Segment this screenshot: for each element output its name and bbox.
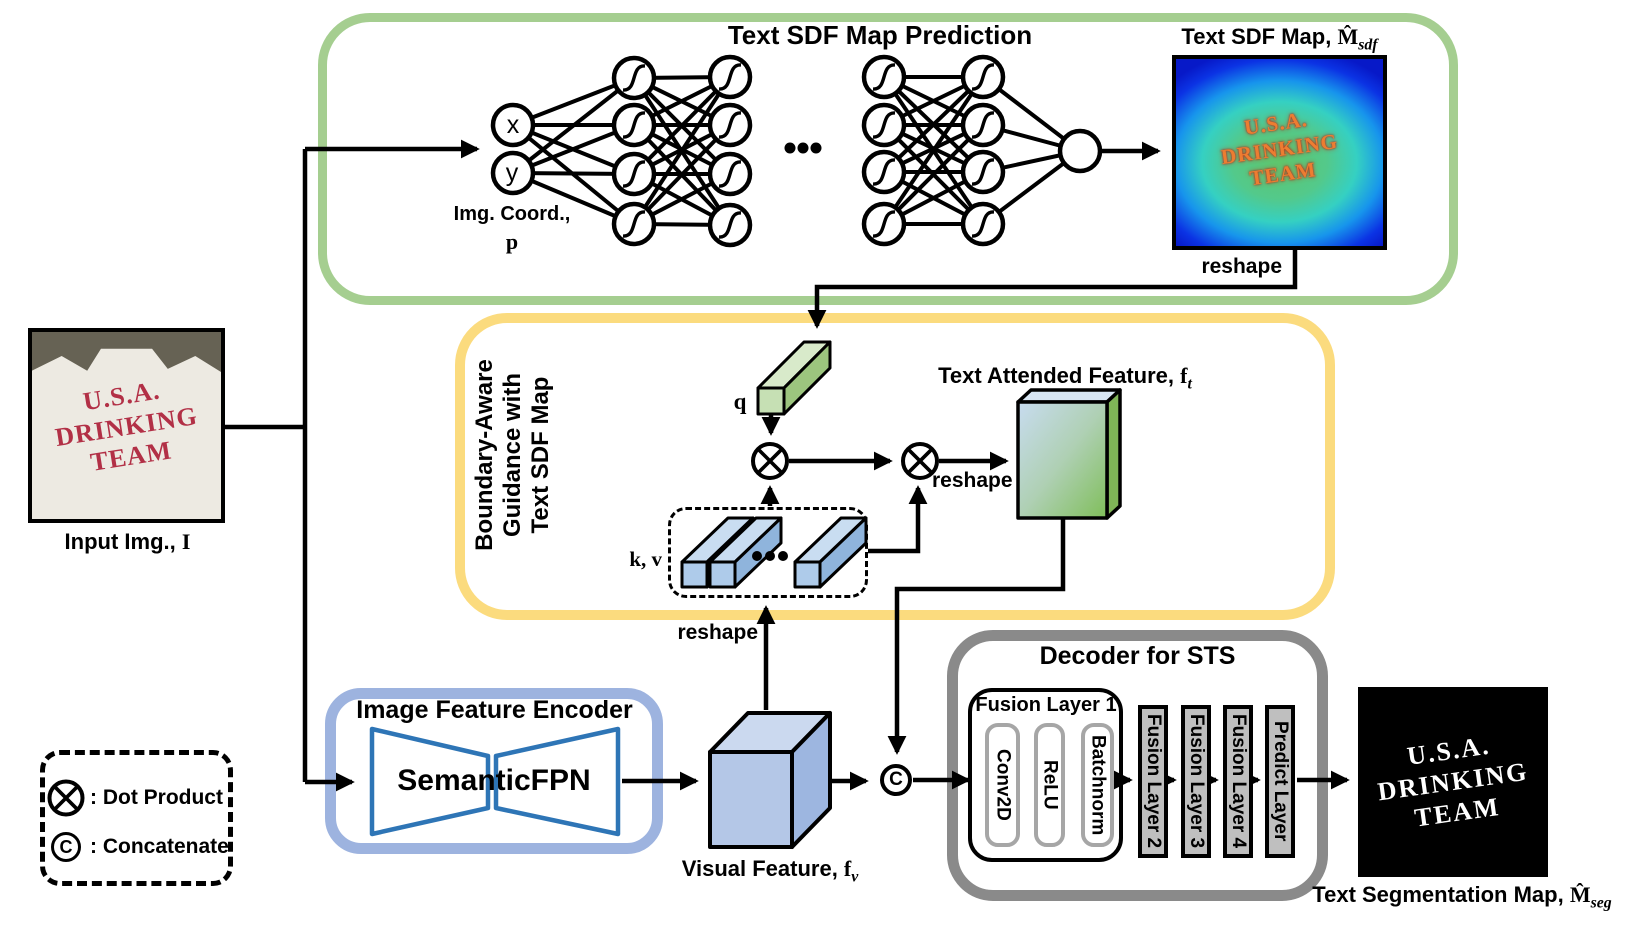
reshape-label-cube: reshape xyxy=(677,621,758,644)
fusion-layer-2-bar: Fusion Layer 2 xyxy=(1138,705,1168,858)
sdf-map-print: U.S.A. DRINKING TEAM xyxy=(1176,97,1383,202)
sdf-map-label-prefix: Text SDF Map, xyxy=(1181,24,1338,49)
reshape-label-attention: reshape xyxy=(932,469,1013,492)
attention-box-rotated-title: Boundary-Aware Guidance with Text SDF Ma… xyxy=(471,320,575,590)
concat-node: C xyxy=(880,764,912,796)
visual-feature-label: Visual Feature, fv xyxy=(650,856,890,886)
hoodie-shape xyxy=(32,348,221,519)
input-image: U.S.A. DRINKING TEAM xyxy=(28,328,225,523)
attended-symbol: f xyxy=(1180,363,1188,388)
visual-feature-symbol-sub: v xyxy=(851,868,859,886)
sdf-map-label: Text SDF Map, M̂sdf xyxy=(1132,24,1427,54)
semanticfpn-label: SemanticFPN xyxy=(397,764,591,797)
key-value-dashed-box xyxy=(668,507,868,598)
concatenate-icon: C xyxy=(51,832,81,862)
image-feature-encoder-box xyxy=(325,688,663,854)
relu-pill: ReLU xyxy=(1034,723,1065,847)
seg-label-prefix: Text Segmentation Map, xyxy=(1312,882,1570,907)
legend-dot-product-label: : Dot Product xyxy=(90,786,223,809)
img-coord-symbol: p xyxy=(505,229,519,254)
rotated-title-line: Text SDF Map xyxy=(526,376,554,534)
decoder-title: Decoder for STS xyxy=(1039,642,1236,670)
batchnorm-pill: Batchnorm xyxy=(1081,723,1114,847)
fusion-layer-4-bar: Fusion Layer 4 xyxy=(1223,705,1253,858)
visual-feature-cube xyxy=(708,711,832,849)
input-caption-prefix: Input Img., xyxy=(64,529,182,554)
conv2d-pill: Conv2D xyxy=(985,723,1020,847)
fusion-layer-3-bar: Fusion Layer 3 xyxy=(1181,705,1211,858)
sdf-map-symbol: M̂ xyxy=(1337,24,1359,49)
boundary-aware-guidance-box xyxy=(455,313,1335,620)
visual-feature-prefix: Visual Feature, xyxy=(681,856,844,881)
attended-symbol-sub: t xyxy=(1187,375,1192,393)
predict-layer-bar: Predict Layer xyxy=(1265,705,1295,858)
reshape-label-sdf: reshape xyxy=(1201,255,1282,278)
key-value-label: k, v xyxy=(629,547,662,571)
seg-label-symbol-sub: seg xyxy=(1590,894,1612,912)
img-coord-caption: Img. Coord., xyxy=(453,203,571,225)
encoder-title: Image Feature Encoder xyxy=(356,696,633,724)
segmentation-map-label: Text Segmentation Map, M̂seg xyxy=(1295,882,1629,912)
seg-map-print: U.S.A. DRINKING TEAM xyxy=(1358,722,1548,841)
input-node-x-label: x xyxy=(506,111,520,139)
sdf-prediction-title: Text SDF Map Prediction xyxy=(727,20,1033,50)
query-label: q xyxy=(733,389,747,414)
visual-feature-symbol: f xyxy=(843,856,852,881)
text-segmentation-map-image: U.S.A. DRINKING TEAM xyxy=(1358,687,1548,877)
seg-label-symbol: M̂ xyxy=(1569,882,1591,907)
fusion-layer-1-title: Fusion Layer 1 xyxy=(975,694,1117,716)
sdf-map-symbol-sub: sdf xyxy=(1358,36,1378,54)
legend-concatenate-label: : Concatenate xyxy=(90,835,229,858)
input-image-caption: Input Img., I xyxy=(30,529,225,555)
input-node-y-label: y xyxy=(505,159,519,187)
legend-box xyxy=(40,750,233,886)
attended-label-prefix: Text Attended Feature, xyxy=(938,363,1181,388)
decoder-box xyxy=(947,630,1328,901)
text-sdf-map-image: U.S.A. DRINKING TEAM xyxy=(1172,55,1387,250)
text-attended-feature-label: Text Attended Feature, ft xyxy=(920,363,1210,393)
rotated-title-line: Guidance with xyxy=(498,373,526,538)
rotated-title-line: Boundary-Aware xyxy=(471,359,498,551)
input-caption-symbol: I xyxy=(181,529,191,554)
